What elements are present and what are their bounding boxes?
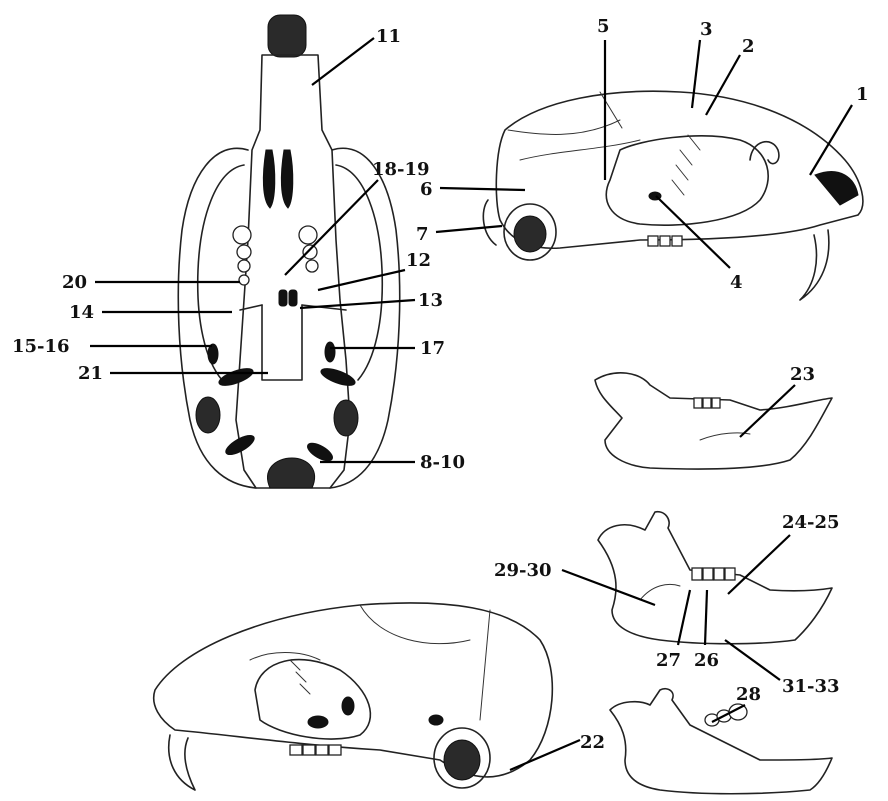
mandible-1-outline <box>595 373 832 469</box>
skull-ventral-outline <box>236 55 350 488</box>
label-21: 21 <box>78 363 103 384</box>
leader-1 <box>810 105 852 175</box>
auditory-meatus <box>514 216 546 252</box>
label-20: 20 <box>62 272 87 293</box>
label-29-30: 29-30 <box>494 560 552 581</box>
incisive-foramen-right <box>281 150 292 208</box>
label-15-16: 15-16 <box>12 336 70 357</box>
leader-4 <box>656 196 730 268</box>
leader-27 <box>678 590 690 645</box>
cranial-sutures-left <box>250 605 490 720</box>
label-17: 17 <box>420 338 445 359</box>
foramen-left-c <box>429 715 443 725</box>
leader-12 <box>318 270 405 290</box>
mandible-lateral-3 <box>610 689 832 794</box>
orbit-region <box>606 136 768 225</box>
label-3: 3 <box>700 19 713 40</box>
orbit-left-ridges <box>290 660 310 694</box>
label-14: 14 <box>69 302 94 323</box>
leader-3 <box>692 40 700 108</box>
skull-ventral-view <box>178 15 399 488</box>
label-31-33: 31-33 <box>782 676 840 697</box>
label-13: 13 <box>418 290 443 311</box>
jugular-foramen-left <box>223 432 257 458</box>
palatal-foramen-right <box>289 290 297 306</box>
leader-22 <box>510 740 580 770</box>
skull-lateral-view-right <box>483 91 863 300</box>
label-6: 6 <box>420 179 433 200</box>
label-5: 5 <box>597 16 610 37</box>
auditory-bulla-right <box>334 400 358 436</box>
label-22: 22 <box>580 732 605 753</box>
skull-lateral-outline-left <box>154 603 553 777</box>
foramen-right-17 <box>325 342 335 362</box>
leader-18-19 <box>285 180 378 275</box>
leader-2 <box>706 55 740 115</box>
mandible-1-molars <box>694 398 720 408</box>
leader-13 <box>300 300 415 308</box>
label-27: 27 <box>656 650 681 671</box>
label-11: 11 <box>376 26 401 47</box>
upper-incisor-lateral <box>800 230 829 300</box>
zygomatic-arch-right <box>330 148 400 488</box>
foramen-right-posterior <box>319 365 357 389</box>
foramen-left-a <box>308 716 328 728</box>
masseteric-ridge <box>640 584 680 600</box>
label-8-10: 8-10 <box>420 452 465 473</box>
mandible-3-outline <box>610 689 832 794</box>
label-4: 4 <box>730 272 743 293</box>
leader-7 <box>436 226 502 232</box>
label-1: 1 <box>856 84 869 105</box>
auditory-bulla-left <box>196 397 220 433</box>
leader-29-30 <box>562 570 655 605</box>
foramen-magnum <box>268 458 315 488</box>
orbital-ridges <box>672 135 700 195</box>
molar-row-right <box>299 226 318 272</box>
auditory-meatus-left <box>444 740 480 780</box>
mandible-lateral-1 <box>595 373 832 469</box>
mandible-2-molars <box>692 568 735 580</box>
foramen-left-b <box>342 697 354 715</box>
label-24-25: 24-25 <box>782 512 840 533</box>
molars-left-lateral <box>290 745 341 755</box>
occipital-condyle <box>483 200 496 245</box>
palatal-foramen-left <box>279 290 287 306</box>
molar-row-left <box>233 226 251 285</box>
leader-31-33 <box>725 640 780 680</box>
number-labels: 11 18-19 20 12 13 14 15-16 17 21 8-10 5 … <box>12 16 869 753</box>
label-18-19: 18-19 <box>372 159 430 180</box>
leader-11 <box>312 38 374 85</box>
label-28: 28 <box>736 684 761 705</box>
leader-23 <box>740 385 795 437</box>
molars-lateral <box>648 236 682 246</box>
leader-6 <box>440 188 525 190</box>
upper-incisor-left <box>169 735 195 790</box>
label-2: 2 <box>742 36 755 57</box>
label-12: 12 <box>406 250 431 271</box>
foramen-left-posterior <box>217 365 255 389</box>
zygomatic-arch-left-inner <box>198 165 244 380</box>
label-7: 7 <box>416 224 429 245</box>
incisor-tip <box>268 15 306 57</box>
incisive-foramen-left <box>263 150 274 208</box>
nasal-tip <box>815 172 858 205</box>
jugular-foramen-right <box>305 440 335 464</box>
skull-lateral-view-left <box>154 603 553 790</box>
leader-26 <box>705 590 707 645</box>
label-26: 26 <box>694 650 719 671</box>
label-23: 23 <box>790 364 815 385</box>
mesopterygoid-fossa <box>262 305 302 380</box>
